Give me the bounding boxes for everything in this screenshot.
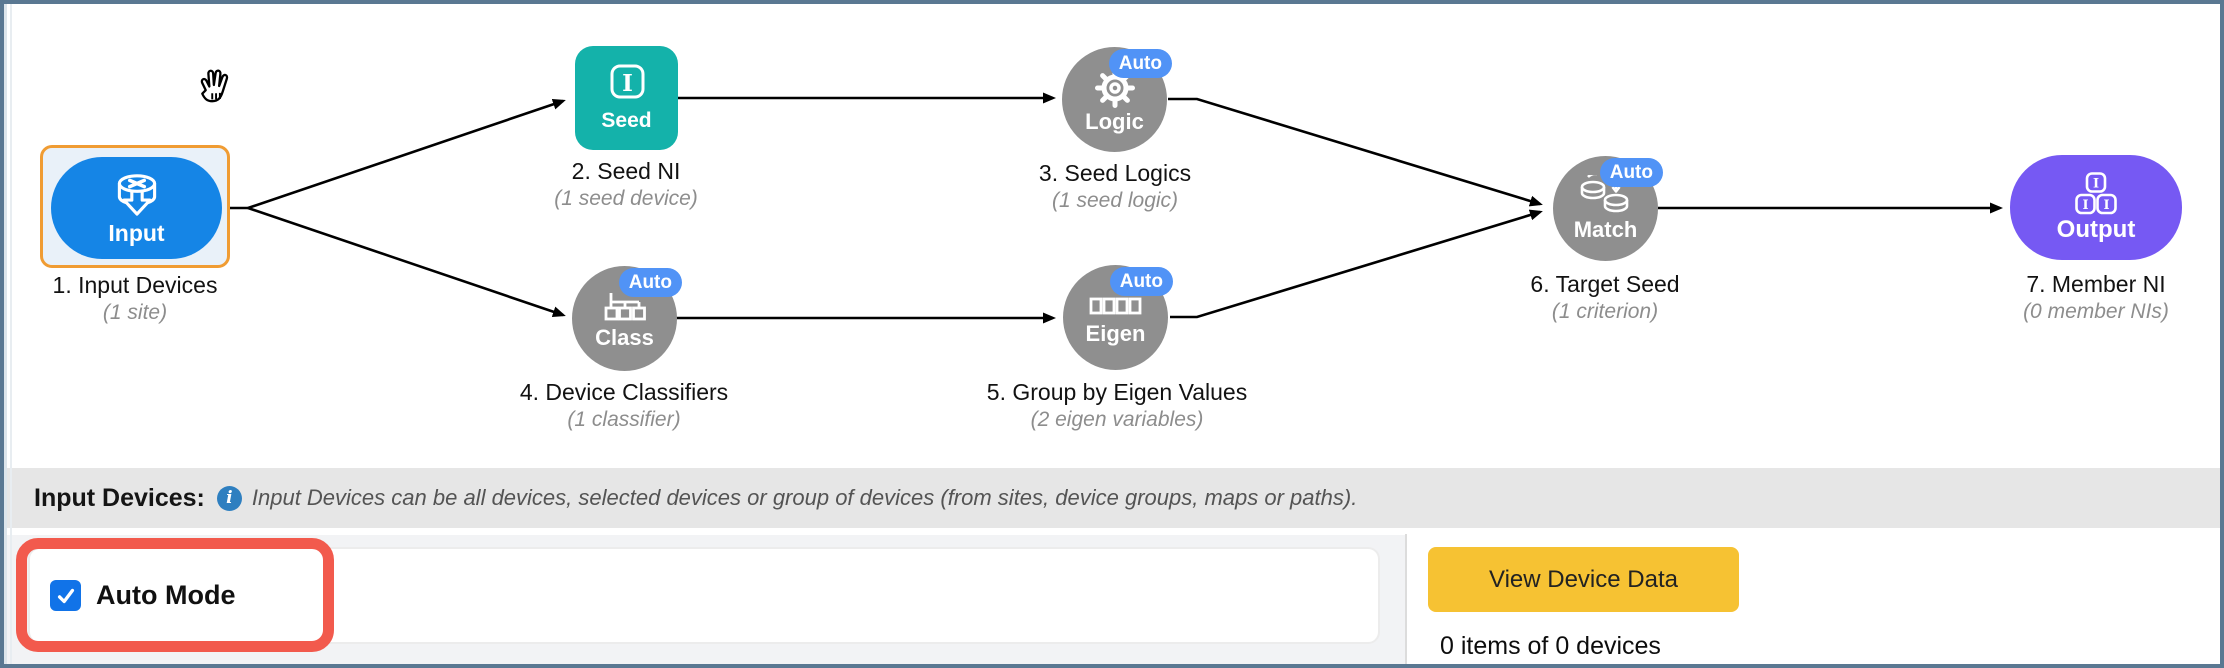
node-input-devices[interactable]: Input	[51, 157, 222, 259]
caption-member-ni: 7. Member NI (0 member NIs)	[1921, 271, 2224, 324]
auto-mode-checkbox[interactable]	[50, 580, 81, 611]
caption-title: 6. Target Seed	[1530, 271, 1680, 297]
node-device-classifiers[interactable]: Auto Class	[572, 266, 682, 371]
caption-subtitle: (1 classifier)	[567, 408, 681, 431]
caption-title: 1. Input Devices	[52, 272, 218, 298]
node-target-seed[interactable]: Auto Match	[1553, 156, 1663, 261]
caption-title: 7. Member NI	[2026, 271, 2166, 297]
node-eigen-label: Eigen	[1085, 320, 1146, 346]
node-output-label: Output	[2056, 215, 2136, 243]
caption-title: 2. Seed NI	[571, 158, 681, 184]
node-match-label: Match	[1573, 216, 1638, 242]
caption-input-devices: 1. Input Devices (1 site)	[0, 272, 285, 325]
node-seed-logics[interactable]: Auto Logic	[1062, 47, 1172, 152]
connector-input-class	[247, 206, 566, 317]
node-input-label: Input	[108, 219, 165, 246]
caption-seed-logics: 3. Seed Logics (1 seed logic)	[940, 160, 1290, 213]
caption-device-classifiers: 4. Device Classifiers (1 classifier)	[449, 379, 799, 432]
ni-letter: I	[2093, 176, 2099, 191]
auto-mode-label: Auto Mode	[96, 580, 236, 610]
info-bar-description: Input Devices can be all devices, select…	[251, 485, 1358, 510]
caption-subtitle: (1 seed logic)	[1051, 189, 1179, 212]
connector-input-seed	[247, 99, 566, 210]
connector-logic-match	[1168, 97, 1543, 207]
node-logic-label: Logic	[1085, 108, 1144, 134]
info-icon[interactable]: i	[216, 485, 242, 511]
caption-title: 4. Device Classifiers	[519, 379, 729, 405]
caption-subtitle: (1 site)	[102, 301, 168, 324]
eigen-values-icon	[1089, 297, 1141, 314]
panel-divider	[1405, 534, 1407, 664]
auto-badge-class: Auto	[618, 268, 682, 297]
left-edge-line	[4, 4, 7, 664]
caption-group-by-eigen: 5. Group by Eigen Values (2 eigen variab…	[942, 379, 1292, 432]
caption-title: 5. Group by Eigen Values	[986, 379, 1248, 405]
caption-title: 3. Seed Logics	[1038, 160, 1192, 186]
auto-badge-match: Auto	[1599, 158, 1663, 187]
output-ni-icon: I I I	[2075, 171, 2117, 214]
input-devices-info-bar: Input Devices: i Input Devices can be al…	[0, 468, 2224, 528]
input-database-arrow-icon	[117, 173, 156, 216]
auto-mode-panel: Auto Mode	[28, 547, 1380, 644]
checkmark-icon	[57, 588, 74, 603]
node-seed-label: Seed	[601, 109, 652, 132]
ni-letter: I	[2103, 198, 2109, 213]
open-hand-cursor-icon	[200, 69, 229, 103]
seed-ni-icon: I	[610, 64, 644, 99]
view-device-data-button[interactable]: View Device Data	[1428, 547, 1739, 612]
caption-subtitle: (2 eigen variables)	[1030, 408, 1204, 431]
caption-subtitle: (0 member NIs)	[2023, 300, 2169, 323]
classifier-tree-icon	[604, 292, 646, 320]
items-status-text: 0 items of 0 devices	[1440, 632, 1661, 660]
caption-seed-ni: 2. Seed NI (1 seed device)	[451, 158, 801, 211]
auto-badge-logic: Auto	[1108, 49, 1172, 78]
node-seed-ni[interactable]: I Seed	[575, 46, 678, 150]
ni-letter: I	[622, 70, 633, 97]
caption-target-seed: 6. Target Seed (1 criterion)	[1430, 271, 1780, 324]
info-bar-title: Input Devices:	[34, 483, 205, 512]
caption-subtitle: (1 criterion)	[1551, 300, 1659, 323]
left-edge-line-2	[10, 4, 12, 664]
node-group-by-eigen[interactable]: Auto Eigen	[1063, 265, 1173, 370]
node-member-ni[interactable]: I I I Output	[2010, 155, 2182, 260]
auto-badge-eigen: Auto	[1109, 267, 1173, 296]
connector-eigen-match	[1170, 209, 1543, 319]
node-class-label: Class	[595, 324, 654, 350]
ni-letter: I	[2082, 198, 2088, 213]
caption-subtitle: (1 seed device)	[554, 187, 698, 210]
